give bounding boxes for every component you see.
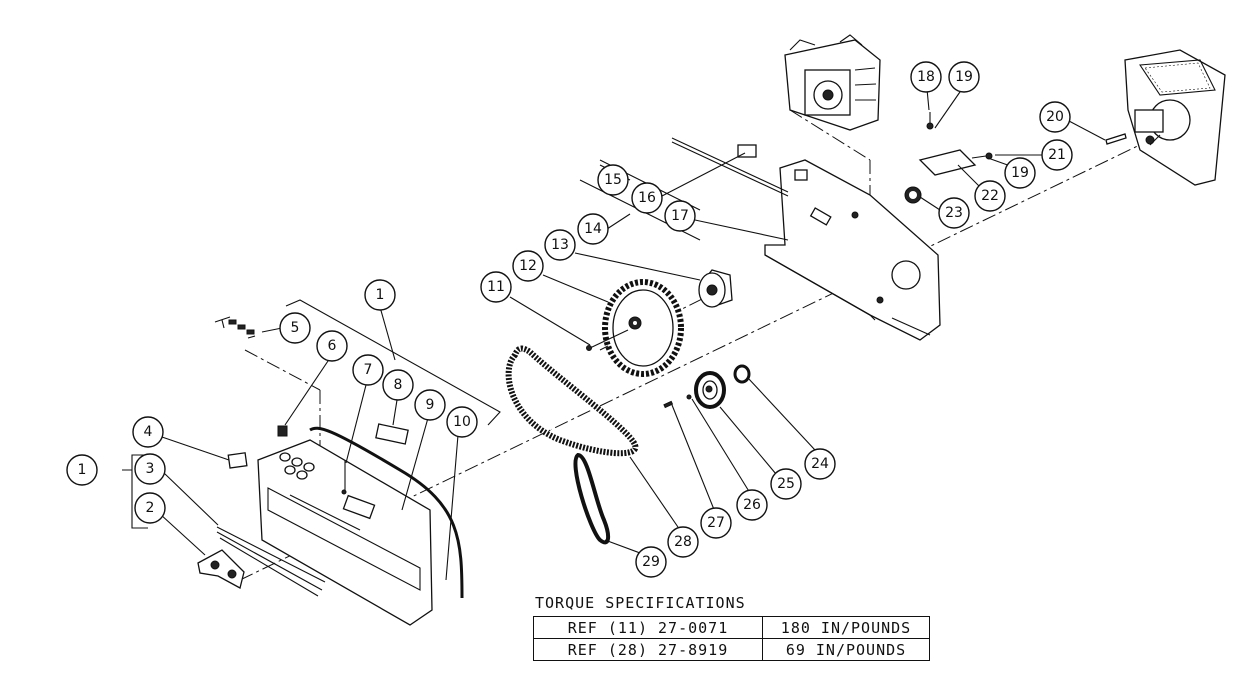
svg-text:1: 1 bbox=[376, 287, 385, 303]
callout-2: 2 bbox=[134, 492, 166, 524]
pulley-13 bbox=[698, 269, 733, 308]
svg-text:19: 19 bbox=[1011, 165, 1029, 181]
callout-28: 28 bbox=[667, 526, 699, 558]
svg-text:9: 9 bbox=[426, 397, 435, 413]
svg-text:25: 25 bbox=[777, 476, 795, 492]
svg-text:16: 16 bbox=[638, 190, 656, 206]
callout-6: 6 bbox=[316, 330, 348, 362]
pulley-25 bbox=[663, 364, 751, 409]
callout-27: 27 bbox=[700, 507, 732, 539]
belt-guard bbox=[197, 299, 501, 626]
callout-19-top: 19 bbox=[948, 61, 980, 93]
drive-belt-28 bbox=[505, 345, 639, 457]
svg-text:7: 7 bbox=[364, 362, 373, 378]
callout-3: 3 bbox=[134, 453, 166, 485]
torque-ref: REF (28) 27-8919 bbox=[533, 638, 763, 661]
svg-text:29: 29 bbox=[642, 554, 660, 570]
svg-text:11: 11 bbox=[487, 279, 505, 295]
table-row: REF (11) 27-0071 180 IN/POUNDS bbox=[533, 616, 930, 639]
torque-value: 180 IN/POUNDS bbox=[762, 616, 930, 639]
gear-12 bbox=[586, 279, 684, 377]
torque-specifications: TORQUE SPECIFICATIONS REF (11) 27-0071 1… bbox=[533, 594, 933, 661]
svg-text:15: 15 bbox=[604, 172, 622, 188]
callout-26: 26 bbox=[736, 489, 768, 521]
svg-text:24: 24 bbox=[811, 456, 829, 472]
table-row: REF (28) 27-8919 69 IN/POUNDS bbox=[533, 638, 930, 661]
callout-20: 20 bbox=[1039, 101, 1071, 133]
leader-lines bbox=[122, 88, 1106, 581]
svg-text:19: 19 bbox=[955, 69, 973, 85]
callout-11: 11 bbox=[480, 271, 512, 303]
torque-ref: REF (11) 27-0071 bbox=[533, 616, 763, 639]
svg-text:4: 4 bbox=[144, 424, 153, 440]
callout-1-left: 1 bbox=[66, 454, 98, 486]
svg-text:17: 17 bbox=[671, 208, 689, 224]
callout-9: 9 bbox=[414, 389, 446, 421]
svg-text:23: 23 bbox=[945, 205, 963, 221]
small-bracket-22 bbox=[918, 112, 1127, 176]
svg-text:6: 6 bbox=[328, 338, 337, 354]
svg-text:2: 2 bbox=[146, 500, 155, 516]
svg-text:20: 20 bbox=[1046, 109, 1064, 125]
svg-text:1: 1 bbox=[78, 462, 87, 478]
svg-text:14: 14 bbox=[584, 221, 602, 237]
callout-25: 25 bbox=[770, 468, 802, 500]
callout-22: 22 bbox=[974, 180, 1006, 212]
svg-text:28: 28 bbox=[674, 534, 692, 550]
svg-text:12: 12 bbox=[519, 258, 537, 274]
svg-text:8: 8 bbox=[394, 377, 403, 393]
svg-text:3: 3 bbox=[146, 461, 155, 477]
gearbox-assembly bbox=[784, 34, 881, 131]
mounting-bracket bbox=[764, 159, 941, 341]
callout-23: 23 bbox=[938, 197, 970, 229]
callout-8: 8 bbox=[382, 369, 414, 401]
svg-text:22: 22 bbox=[981, 188, 999, 204]
small-belt-29 bbox=[573, 452, 611, 545]
torque-title: TORQUE SPECIFICATIONS bbox=[535, 594, 746, 612]
callout-16: 16 bbox=[631, 182, 663, 214]
svg-text:10: 10 bbox=[453, 414, 471, 430]
torque-value: 69 IN/POUNDS bbox=[762, 638, 930, 661]
callout-29: 29 bbox=[635, 546, 667, 578]
spring-23 bbox=[904, 186, 922, 204]
callout-21: 21 bbox=[1041, 139, 1073, 171]
callout-18: 18 bbox=[910, 61, 942, 93]
torque-table: REF (11) 27-0071 180 IN/POUNDS REF (28) … bbox=[533, 616, 930, 661]
callout-10: 10 bbox=[446, 406, 478, 438]
callout-5: 5 bbox=[279, 312, 311, 344]
svg-text:5: 5 bbox=[291, 320, 300, 336]
svg-text:21: 21 bbox=[1048, 147, 1066, 163]
svg-text:26: 26 bbox=[743, 497, 761, 513]
callout-19-right: 19 bbox=[1004, 157, 1036, 189]
callout-1-top: 1 bbox=[364, 279, 396, 311]
svg-text:18: 18 bbox=[917, 69, 935, 85]
engine-block bbox=[1124, 49, 1226, 186]
callout-15: 15 bbox=[597, 164, 629, 196]
callouts: 1 1 2 3 4 5 6 7 8 9 10 11 12 13 14 bbox=[66, 61, 1073, 578]
callout-12: 12 bbox=[512, 250, 544, 282]
callout-4: 4 bbox=[132, 416, 164, 448]
callout-7: 7 bbox=[352, 354, 384, 386]
callout-13: 13 bbox=[544, 229, 576, 261]
callout-24: 24 bbox=[804, 448, 836, 480]
callout-14: 14 bbox=[577, 213, 609, 245]
callout-17: 17 bbox=[664, 200, 696, 232]
svg-text:13: 13 bbox=[551, 237, 569, 253]
svg-text:27: 27 bbox=[707, 515, 725, 531]
